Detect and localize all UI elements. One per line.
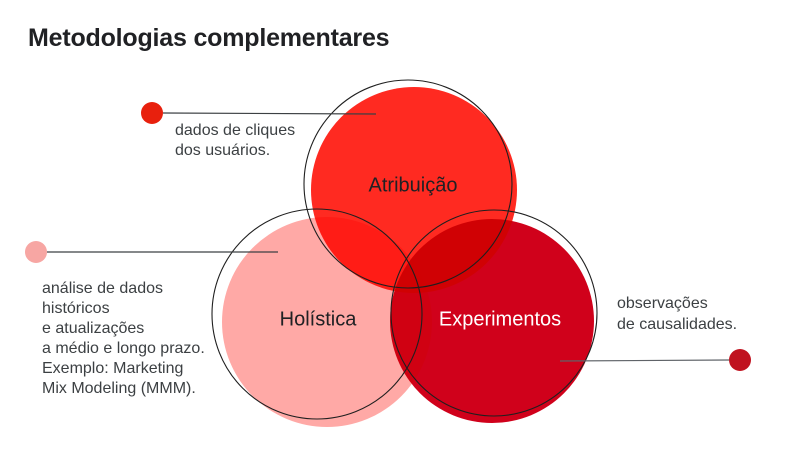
page-title: Metodologias complementares [28, 24, 390, 52]
atribuicao-callout-line [162, 112, 377, 115]
experimentos-circle-fill [390, 219, 594, 423]
atribuicao-annotation: dados de cliques dos usuários. [175, 122, 296, 159]
experimentos-annotation: observações de causalidades. [617, 295, 738, 333]
atribuicao-callout-dot [141, 102, 163, 124]
experimentos-callout-line [559, 359, 730, 362]
atribuicao-label: Atribuição [368, 174, 458, 197]
holistica-label: Holística [279, 308, 357, 331]
experimentos-label: Experimentos [438, 308, 562, 331]
holistica-circle-outline [211, 208, 423, 420]
venn-fills [222, 87, 594, 427]
experimentos-callout-dot [729, 349, 751, 371]
holistica-callout-dot [25, 241, 47, 263]
atribuicao-circle-outline [303, 79, 513, 289]
experimentos-circle-outline [390, 209, 598, 417]
holistica-annotation: análise de dados históricos e atualizaçõ… [42, 280, 205, 397]
